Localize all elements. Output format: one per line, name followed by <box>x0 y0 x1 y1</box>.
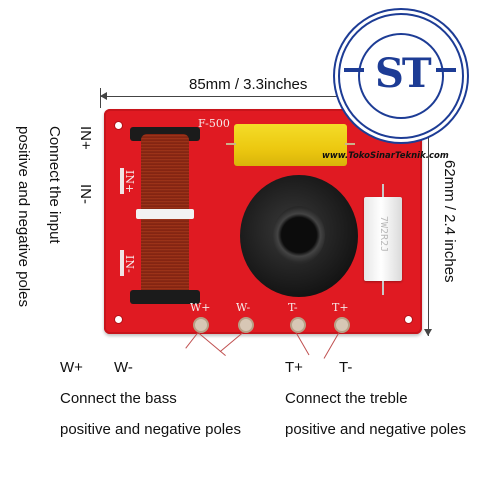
inductor-bobbin-bottom <box>130 290 200 304</box>
callout-line <box>323 332 340 359</box>
store-logo-letters: ST <box>375 50 432 97</box>
cement-resistor <box>364 197 402 281</box>
resistor-lead <box>382 184 384 197</box>
store-url: www.TokoSinarTeknik.com <box>322 151 449 161</box>
mount-hole <box>114 121 123 130</box>
mount-hole <box>114 315 123 324</box>
silk-in-minus: IN- <box>123 255 136 273</box>
capacitor-lead <box>345 143 355 145</box>
callout-line <box>197 332 226 357</box>
bass-minus-label: W- <box>114 359 133 376</box>
store-logo-ring <box>358 33 444 119</box>
cable-tie <box>136 209 194 219</box>
silk-t-plus: T+ <box>332 301 349 314</box>
pad-w-plus <box>193 317 209 333</box>
bass-instruction-line2: positive and negative poles <box>60 421 241 438</box>
logo-bar <box>344 68 364 72</box>
input-instruction-line1: Connect the input <box>46 126 63 244</box>
silk-w-plus: W+ <box>190 301 211 314</box>
callout-line <box>295 332 310 356</box>
resistor-marking: 7W2R2J <box>378 216 389 253</box>
callout-line <box>219 332 244 353</box>
in-plus-label: IN+ <box>77 126 94 150</box>
in-minus-label: IN- <box>77 184 94 204</box>
treble-minus-label: T- <box>339 359 353 376</box>
silk-t-minus: T- <box>288 301 298 314</box>
logo-bar <box>436 68 456 72</box>
pad-t-minus <box>290 317 306 333</box>
board-model-label: F-500 <box>198 117 230 130</box>
terminal-mark <box>120 250 124 276</box>
film-capacitor <box>234 124 347 166</box>
pad-t-plus <box>334 317 350 333</box>
silk-w-minus: W- <box>236 301 251 314</box>
input-instruction-line2: positive and negative poles <box>15 126 32 307</box>
capacitor-center <box>273 206 325 264</box>
terminal-mark <box>120 168 124 194</box>
mount-hole <box>404 315 413 324</box>
width-dimension-label: 85mm / 3.3inches <box>189 76 308 93</box>
pad-w-minus <box>238 317 254 333</box>
treble-instruction-line1: Connect the treble <box>285 390 408 407</box>
bass-instruction-line1: Connect the bass <box>60 390 177 407</box>
height-dimension-arrow <box>424 108 432 336</box>
silk-in-plus: IN+ <box>123 170 136 194</box>
height-dimension-label: 62mm / 2.4 inches <box>441 160 458 283</box>
treble-instruction-line2: positive and negative poles <box>285 421 466 438</box>
callout-line <box>185 332 199 349</box>
bass-plus-label: W+ <box>60 359 83 376</box>
inductor-coil <box>141 134 189 304</box>
resistor-lead <box>382 281 384 295</box>
capacitor-lead <box>226 143 236 145</box>
treble-plus-label: T+ <box>285 359 303 376</box>
